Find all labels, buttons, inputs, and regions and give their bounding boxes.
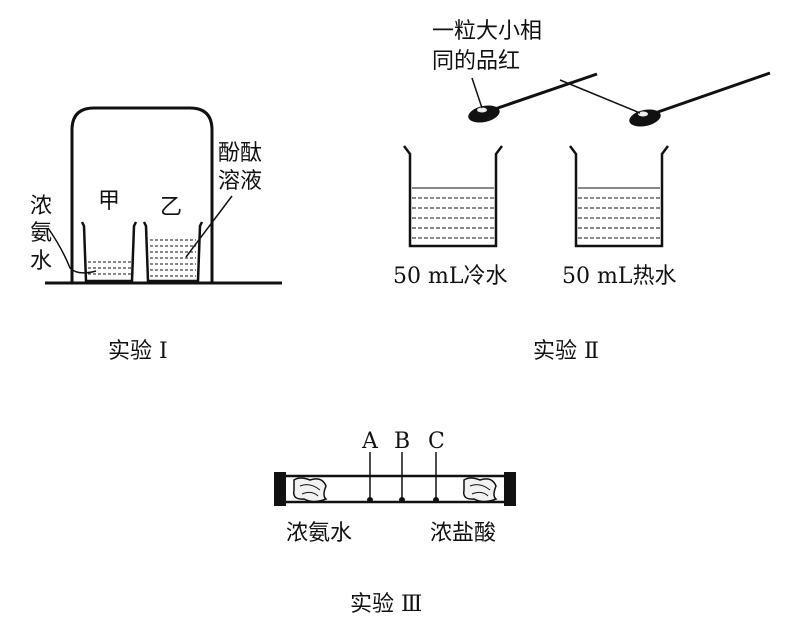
phenol-label-line-2: 溶液: [218, 169, 262, 194]
beaker-b-label: 乙: [160, 195, 182, 220]
beaker-hot-water: [569, 145, 669, 248]
spoon-left: [468, 72, 598, 123]
beaker-a-label: 甲: [98, 189, 120, 214]
ammonia-tube-label: 浓氨水: [286, 521, 352, 546]
experiment-1-caption: 实验 I: [108, 339, 168, 364]
experiment-2: 一粒大小相 同的品红 50 mL冷水 50 mL热水 实验 Ⅱ: [393, 19, 771, 364]
cotton-wad-right: [462, 477, 498, 503]
cotton-wad-left: [292, 477, 328, 503]
marker-b-dot: [399, 497, 405, 503]
phenol-leader-line: [185, 195, 233, 258]
ammonia-label-line-1: 浓: [30, 194, 52, 219]
marker-a-dot: [367, 497, 373, 503]
dye-leader-right: [559, 79, 641, 114]
tube-stopper-left: [274, 472, 286, 506]
spoon-right: [629, 71, 771, 127]
experiment-3: A B C 浓氨水 浓盐酸 实验 Ⅲ: [274, 429, 516, 617]
dye-label-line-1: 一粒大小相: [432, 19, 542, 44]
marker-c-dot: [433, 497, 439, 503]
experiment-1: 浓 氨 水 甲 乙 酚酞 溶液 实验 I: [30, 106, 282, 364]
hot-water-label: 50 mL热水: [562, 264, 676, 289]
tube-stopper-right: [504, 472, 516, 506]
beaker-cold-water: [403, 145, 503, 248]
bell-jar: [70, 106, 214, 283]
beaker-a: [80, 221, 138, 283]
ammonia-label-line-3: 水: [30, 249, 52, 274]
marker-c-label: C: [428, 429, 445, 454]
phenol-label-line-1: 酚酞: [218, 141, 262, 166]
beaker-b: [142, 221, 204, 283]
ammonia-leader-line: [47, 227, 97, 274]
marker-b-label: B: [394, 429, 410, 454]
marker-a-label: A: [361, 429, 379, 454]
experiment-2-caption: 实验 Ⅱ: [533, 339, 599, 364]
hcl-tube-label: 浓盐酸: [430, 521, 496, 546]
experiment-3-caption: 实验 Ⅲ: [350, 592, 422, 617]
dye-leader-left: [471, 77, 483, 109]
ammonia-label-line-2: 氨: [30, 221, 52, 246]
cold-water-label: 50 mL冷水: [393, 264, 507, 289]
dye-label-line-2: 同的品红: [432, 49, 520, 74]
